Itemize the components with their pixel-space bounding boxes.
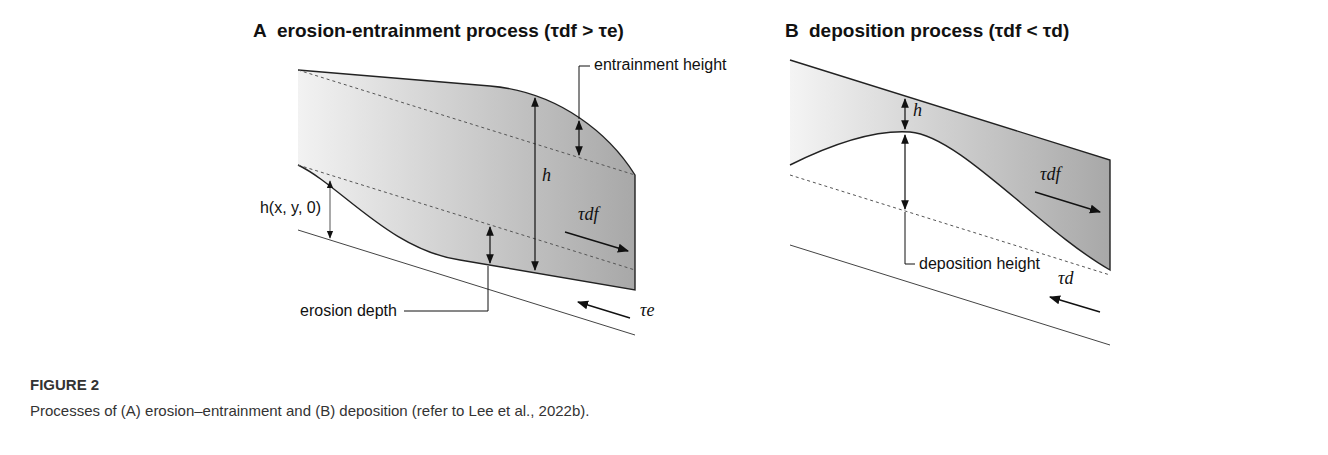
original-bed <box>298 165 635 270</box>
leader-line <box>905 212 915 264</box>
figure-number: FIGURE 2 <box>30 376 99 393</box>
symbol-label: τdf <box>1040 164 1060 185</box>
figure-caption: Processes of (A) erosion–entrainment and… <box>30 402 589 419</box>
symbol-label: h <box>542 165 551 186</box>
bed-line <box>790 245 1110 345</box>
depth-arrow <box>904 99 905 129</box>
panel-b <box>790 60 1110 345</box>
flow-outline <box>298 70 635 290</box>
dimension-label: h(x, y, 0) <box>260 199 321 217</box>
flow-body <box>298 70 635 290</box>
initial-depth-arrow <box>330 181 331 238</box>
erosion-arrow <box>489 227 490 263</box>
panel-title: deposition process (τdf < τd) <box>809 20 1069 42</box>
shear-arrow <box>1035 192 1100 212</box>
symbol-label: h <box>913 100 922 121</box>
depth-arrow <box>534 98 535 270</box>
resistance-arrow <box>578 302 630 318</box>
panel-title: erosion-entrainment process (τdf > τe) <box>277 20 624 42</box>
bed-line <box>298 230 635 335</box>
symbol-label: τdf <box>578 204 598 225</box>
flow-outline <box>790 60 1110 270</box>
symbol-label: τe <box>640 300 654 321</box>
flow-body <box>790 60 1110 270</box>
entrainment-arrow <box>578 121 579 155</box>
dimension-label: deposition height <box>919 255 1040 273</box>
panel-a <box>298 66 635 335</box>
symbol-label: τd <box>1058 268 1073 289</box>
panel-letter: A <box>253 20 267 42</box>
resistance-arrow <box>1050 297 1100 312</box>
leader-line <box>404 266 488 311</box>
dimension-label: entrainment height <box>594 56 727 74</box>
leader-line <box>579 66 590 119</box>
shear-arrow <box>565 232 628 251</box>
panel-letter: B <box>785 20 799 42</box>
dimension-label: erosion depth <box>300 302 397 320</box>
deposition-arrow <box>904 135 905 209</box>
original-surface <box>298 70 635 175</box>
